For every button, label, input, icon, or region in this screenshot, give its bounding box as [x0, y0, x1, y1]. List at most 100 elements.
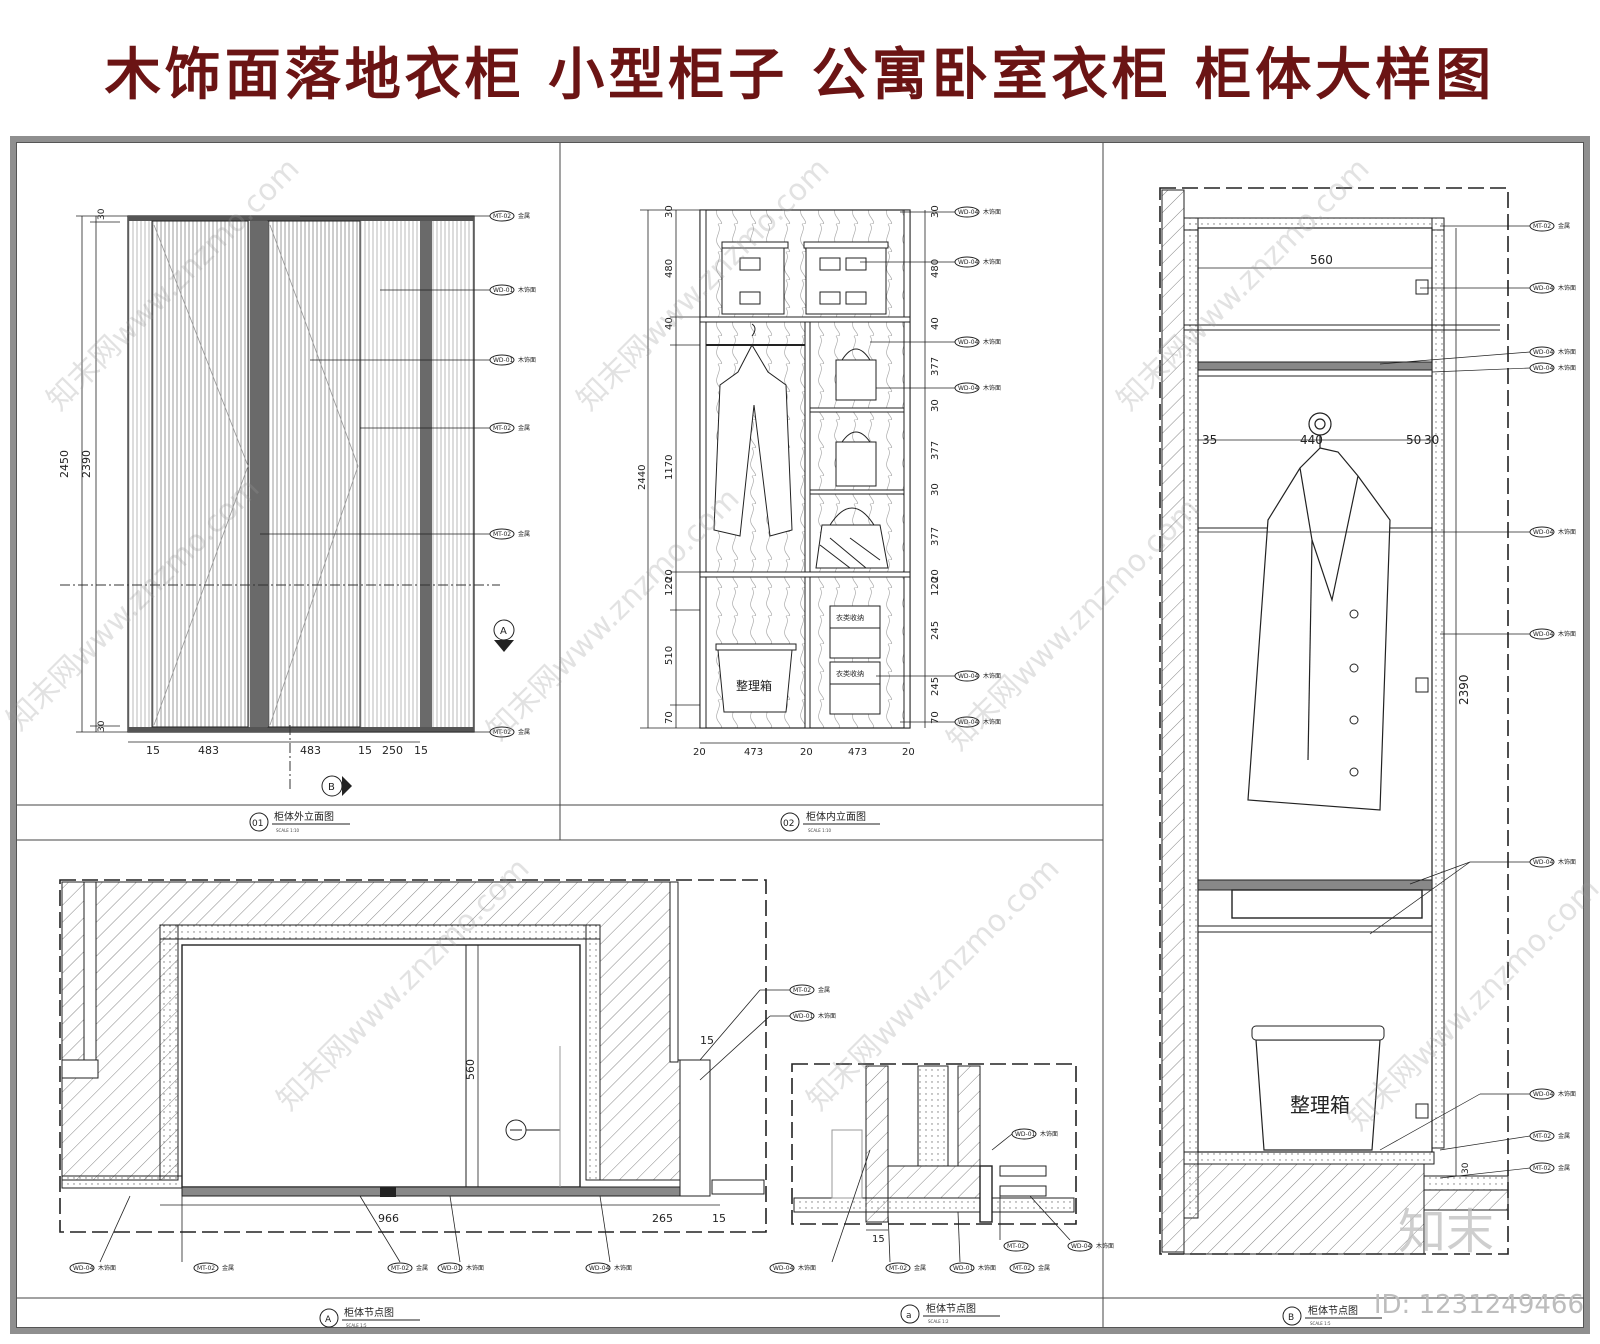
p2-drawer-label-2: 衣类收纳 — [836, 669, 864, 678]
pB-name: 柜体节点图 — [1308, 1304, 1358, 1317]
pA-tag-6: WD-01 — [441, 1265, 462, 1272]
pA-tag-1: MT-02 — [793, 987, 811, 994]
p2-tag-3-text: 木饰面 — [983, 338, 1001, 346]
image-id: ID: 1231249466 — [1373, 1290, 1584, 1320]
p1-section-b: B — [328, 782, 335, 793]
p2-dim-w5: 20 — [902, 747, 915, 758]
p1-height-inner: 2390 — [80, 450, 93, 478]
p2-dim-r5: 377 — [930, 527, 941, 546]
p1-dim-w2: 483 — [198, 744, 219, 757]
pB-tag-10: MT-02 — [1533, 1165, 1551, 1172]
pa-tag-7: MT-02 — [1013, 1265, 1031, 1272]
p2-tag-5: WD-04 — [958, 673, 979, 680]
pB-dim-w3: 440 — [1300, 433, 1323, 447]
p2-dim-r6: 120 — [930, 577, 941, 596]
p2-tag-2-text: 木饰面 — [983, 258, 1001, 266]
p1-tag-3: WD-01 — [493, 357, 514, 364]
p1-name: 柜体外立面图 — [274, 810, 334, 823]
p2-dim-r00: 480 — [930, 259, 941, 278]
pB-tag-10-text: 金属 — [1558, 1164, 1570, 1172]
p2-scale: SCALE 1:10 — [808, 828, 832, 833]
pB-tag-8: WD-04 — [1533, 1091, 1554, 1098]
pa-tag-5: MT-02 — [889, 1265, 907, 1272]
p2-dim-r7: 20 — [930, 569, 941, 582]
p2-tag-3: WD-04 — [958, 339, 979, 346]
pa-tag-3-text: 木饰面 — [1096, 1242, 1114, 1250]
pA-scale: SCALE 1:5 — [346, 1323, 367, 1328]
p1-dim-w5: 250 — [382, 744, 403, 757]
p1-section-a: A — [500, 626, 507, 637]
p1-height-total: 2450 — [58, 450, 71, 478]
p2-dim-d3: 40 — [664, 317, 675, 330]
pB-dim-w1: 560 — [1310, 253, 1333, 267]
p2-dim-w3: 20 — [800, 747, 813, 758]
p1-tag-2: WD-01 — [493, 287, 514, 294]
p1-tag-1: MT-02 — [493, 213, 511, 220]
pA-tag-4: MT-02 — [197, 1265, 215, 1272]
pB-tag-3-text: 木饰面 — [1558, 348, 1576, 356]
pa-name: 柜体节点图 — [926, 1302, 976, 1315]
pB-tag-3: WD-04 — [1533, 349, 1554, 356]
p2-tag-6-text: 木饰面 — [983, 718, 1001, 726]
p2-drawer-label-1: 衣类收纳 — [836, 613, 864, 622]
p2-dim-d6: 120 — [664, 577, 675, 596]
p1-tag-4: MT-02 — [493, 425, 511, 432]
p2-dim-r3: 377 — [930, 441, 941, 460]
pa-tag-2: MT-02 — [1007, 1243, 1025, 1250]
p2-dim-d5: 2440 — [637, 465, 648, 490]
pB-tag-5-text: 木饰面 — [1558, 528, 1576, 536]
pB-tag-5: WD-04 — [1533, 529, 1554, 536]
panel-b-vertical-section: 整理箱 560 35 440 50 30 2390 30 — [1159, 187, 1576, 1326]
p2-dim-r4: 30 — [930, 483, 941, 496]
p2-tag-4: WD-04 — [958, 385, 979, 392]
p1-dim-w3: 483 — [300, 744, 321, 757]
p2-name: 柜体内立面图 — [806, 810, 866, 823]
p2-dim-d2: 480 — [664, 259, 675, 278]
pa-tag-1: WD-01 — [1015, 1131, 1036, 1138]
p2-dim-d1: 30 — [664, 205, 675, 218]
p2-tag-6: WD-04 — [958, 719, 979, 726]
pa-number: a — [906, 1311, 912, 1321]
pB-tag-6-text: 木饰面 — [1558, 630, 1576, 638]
pA-tag-3-text: 木饰面 — [98, 1264, 116, 1272]
pa-dim-d1: 15 — [872, 1234, 885, 1245]
pA-tag-2: WD-01 — [793, 1013, 814, 1020]
p1-dim-top: 30 — [97, 208, 107, 220]
p2-dim-r9: 245 — [930, 677, 941, 696]
pa-tag-6: WD-01 — [953, 1265, 974, 1272]
p1-scale: SCALE 1:10 — [276, 828, 300, 833]
pA-name: 柜体节点图 — [344, 1306, 394, 1319]
pA-tag-1-text: 金属 — [818, 986, 830, 994]
pB-tag-6: WD-04 — [1533, 631, 1554, 638]
p1-tag-5: MT-02 — [493, 531, 511, 538]
pa-tag-4: WD-04 — [773, 1265, 794, 1272]
pB-dim-h2: 30 — [1461, 1162, 1471, 1174]
pA-dim-d2: 15 — [700, 1034, 714, 1047]
pB-dim-w5: 30 — [1424, 433, 1439, 447]
pA-tag-7-text: 木饰面 — [614, 1264, 632, 1272]
p2-dim-d7: 20 — [664, 569, 675, 582]
p2-tag-5-text: 木饰面 — [983, 672, 1001, 680]
p1-dim-w4: 15 — [358, 744, 372, 757]
panel-01-exterior-elevation: 2450 2390 30 30 15 483 483 15 250 15 A B… — [58, 208, 536, 833]
p2-dim-r0: 30 — [930, 205, 941, 218]
pB-tag-9: MT-02 — [1533, 1133, 1551, 1140]
p2-tag-2: WD-04 — [958, 259, 979, 266]
panel-02-interior-elevation: 整理箱 衣类收纳 衣类收纳 30 480 40 1170 2440 120 20… — [637, 205, 1001, 833]
p1-tag-6-text: 金属 — [518, 728, 530, 736]
pB-dim-h1: 2390 — [1457, 674, 1471, 705]
pB-dim-w2: 35 — [1202, 433, 1217, 447]
p2-dim-w1: 20 — [693, 747, 706, 758]
p1-number: 01 — [252, 819, 263, 829]
p1-tag-3-text: 木饰面 — [518, 356, 536, 364]
p2-dim-r000: 40 — [930, 317, 941, 330]
pA-tag-2-text: 木饰面 — [818, 1012, 836, 1020]
pa-tag-4-text: 木饰面 — [798, 1264, 816, 1272]
p1-dim-w6: 15 — [414, 744, 428, 757]
p2-number: 02 — [783, 819, 794, 829]
p2-dim-d4: 1170 — [664, 455, 675, 480]
pa-tag-3: WD-04 — [1071, 1243, 1092, 1250]
